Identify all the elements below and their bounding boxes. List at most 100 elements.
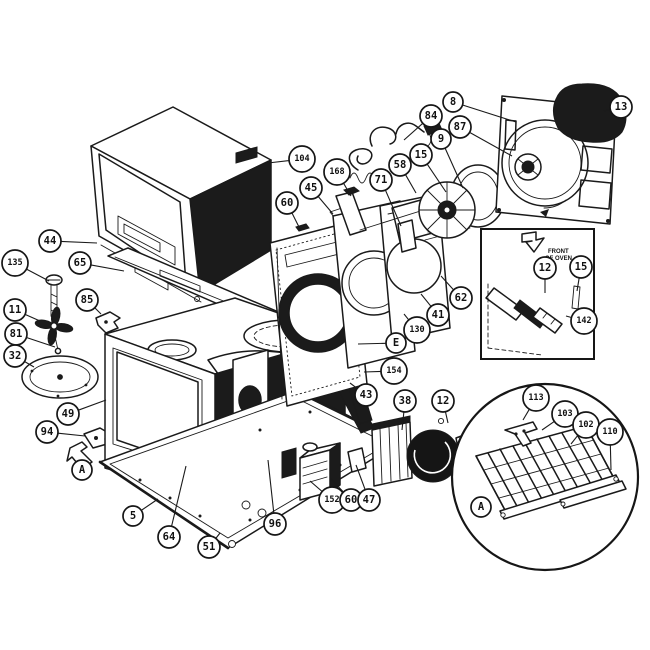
outer-cover	[90, 106, 272, 303]
transformer-assembly	[281, 442, 367, 501]
svg-text:A: A	[79, 464, 86, 476]
part-balloon-60: 60	[275, 191, 301, 230]
svg-text:60: 60	[345, 494, 358, 506]
part-balloon-12: 12	[431, 389, 455, 424]
svg-text:12: 12	[539, 262, 552, 274]
svg-text:84: 84	[425, 110, 438, 122]
svg-text:142: 142	[576, 316, 591, 326]
part-balloon-15: 15	[409, 143, 447, 193]
part-balloon-58: 58	[388, 153, 417, 194]
rear-panel	[495, 83, 627, 225]
rack-support-bracket	[504, 421, 538, 447]
svg-text:102: 102	[578, 420, 593, 430]
svg-text:96: 96	[269, 518, 282, 530]
svg-text:58: 58	[394, 159, 407, 171]
part-balloon-130: 130	[403, 313, 431, 344]
part-callout-balloons: 104 45 60 44 65 135 11 81 32 85 49 94A 5 64 51 96 168 58 7…	[1, 91, 633, 559]
svg-text:81: 81	[10, 328, 23, 340]
part-balloon-12: 12	[533, 256, 557, 293]
svg-text:43: 43	[360, 389, 373, 401]
svg-text:60: 60	[281, 197, 294, 209]
part-balloon-9: 9	[430, 128, 464, 189]
part-balloon-51: 51	[197, 532, 221, 559]
front-of-oven-line1: FRONT	[548, 249, 569, 255]
part-balloon-168: 168	[323, 158, 352, 197]
svg-text:130: 130	[409, 325, 424, 335]
part-balloon-41: 41	[420, 293, 450, 327]
fan-cowl	[552, 83, 627, 143]
svg-text:113: 113	[528, 393, 543, 403]
part-balloon-104: 104	[267, 145, 316, 173]
rack-detail-inset	[450, 382, 640, 572]
svg-text:41: 41	[432, 309, 445, 321]
svg-text:38: 38	[399, 395, 412, 407]
svg-text:5: 5	[130, 510, 136, 522]
part-balloon-64: 64	[157, 465, 187, 549]
part-balloon-85: 85	[75, 288, 102, 315]
svg-text:103: 103	[557, 409, 572, 419]
svg-text:110: 110	[602, 427, 617, 437]
part-balloon-15: 15	[569, 255, 593, 292]
part-balloon-43: 43	[349, 382, 378, 407]
part-balloon-135: 135	[1, 249, 50, 282]
glass-tray-part	[21, 355, 99, 399]
part-balloon-47: 47	[355, 464, 381, 512]
rack-slide-rail	[559, 480, 627, 509]
svg-text:94: 94	[41, 426, 54, 438]
part-balloon-11: 11	[3, 298, 41, 322]
part-balloon-45: 45	[299, 176, 334, 215]
svg-text:9: 9	[438, 133, 444, 145]
part-balloon-44: 44	[38, 229, 98, 253]
front-of-oven-line2: OF OVEN	[545, 256, 572, 262]
svg-text:51: 51	[203, 541, 216, 553]
part-balloon-A: A	[71, 459, 93, 481]
part-balloon-13: 13	[603, 95, 633, 119]
svg-text:71: 71	[375, 174, 388, 186]
part-balloon-110: 110	[596, 418, 624, 471]
svg-text:62: 62	[455, 292, 468, 304]
svg-text:32: 32	[9, 350, 22, 362]
part-balloon-65: 65	[68, 251, 125, 275]
svg-text:154: 154	[386, 366, 401, 376]
svg-text:87: 87	[454, 121, 467, 133]
svg-text:15: 15	[575, 261, 588, 273]
svg-text:152: 152	[324, 495, 339, 505]
part-balloon-62: 62	[440, 275, 473, 310]
part-balloon-5: 5	[122, 498, 159, 527]
svg-text:13: 13	[615, 101, 628, 113]
svg-text:47: 47	[363, 494, 376, 506]
svg-text:45: 45	[305, 182, 318, 194]
part-balloon-32: 32	[3, 344, 35, 368]
svg-text:104: 104	[294, 154, 309, 164]
bracket-85-part	[95, 311, 121, 334]
part-balloon-96: 96	[263, 459, 287, 536]
part-balloon-71: 71	[369, 168, 402, 227]
svg-text:135: 135	[7, 258, 22, 268]
svg-text:85: 85	[81, 294, 94, 306]
part-balloon-142: 142	[565, 307, 598, 335]
svg-text:12: 12	[437, 395, 450, 407]
fuse-detail-inset: FRONT OF OVEN	[480, 228, 595, 360]
part-balloon-84: 84	[403, 104, 443, 141]
part-balloon-154: 154	[363, 357, 408, 385]
svg-text:49: 49	[62, 408, 75, 420]
part-balloon-E: E	[357, 332, 407, 354]
part-balloon-81: 81	[4, 322, 56, 348]
svg-text:E: E	[393, 337, 399, 349]
svg-text:64: 64	[163, 531, 176, 543]
part-balloon-A: A	[470, 496, 492, 518]
svg-text:11: 11	[9, 304, 22, 316]
svg-text:65: 65	[74, 257, 87, 269]
part-balloon-8: 8	[442, 91, 517, 123]
part-balloon-113: 113	[522, 384, 550, 421]
part-balloon-152: 152	[309, 480, 346, 514]
svg-text:44: 44	[44, 235, 57, 247]
stirrer-fan-part	[34, 306, 74, 346]
part-balloon-94: 94	[35, 420, 86, 444]
svg-text:8: 8	[450, 96, 456, 108]
svg-text:168: 168	[329, 167, 344, 177]
svg-text:15: 15	[415, 149, 428, 161]
part-balloon-38: 38	[393, 389, 417, 431]
